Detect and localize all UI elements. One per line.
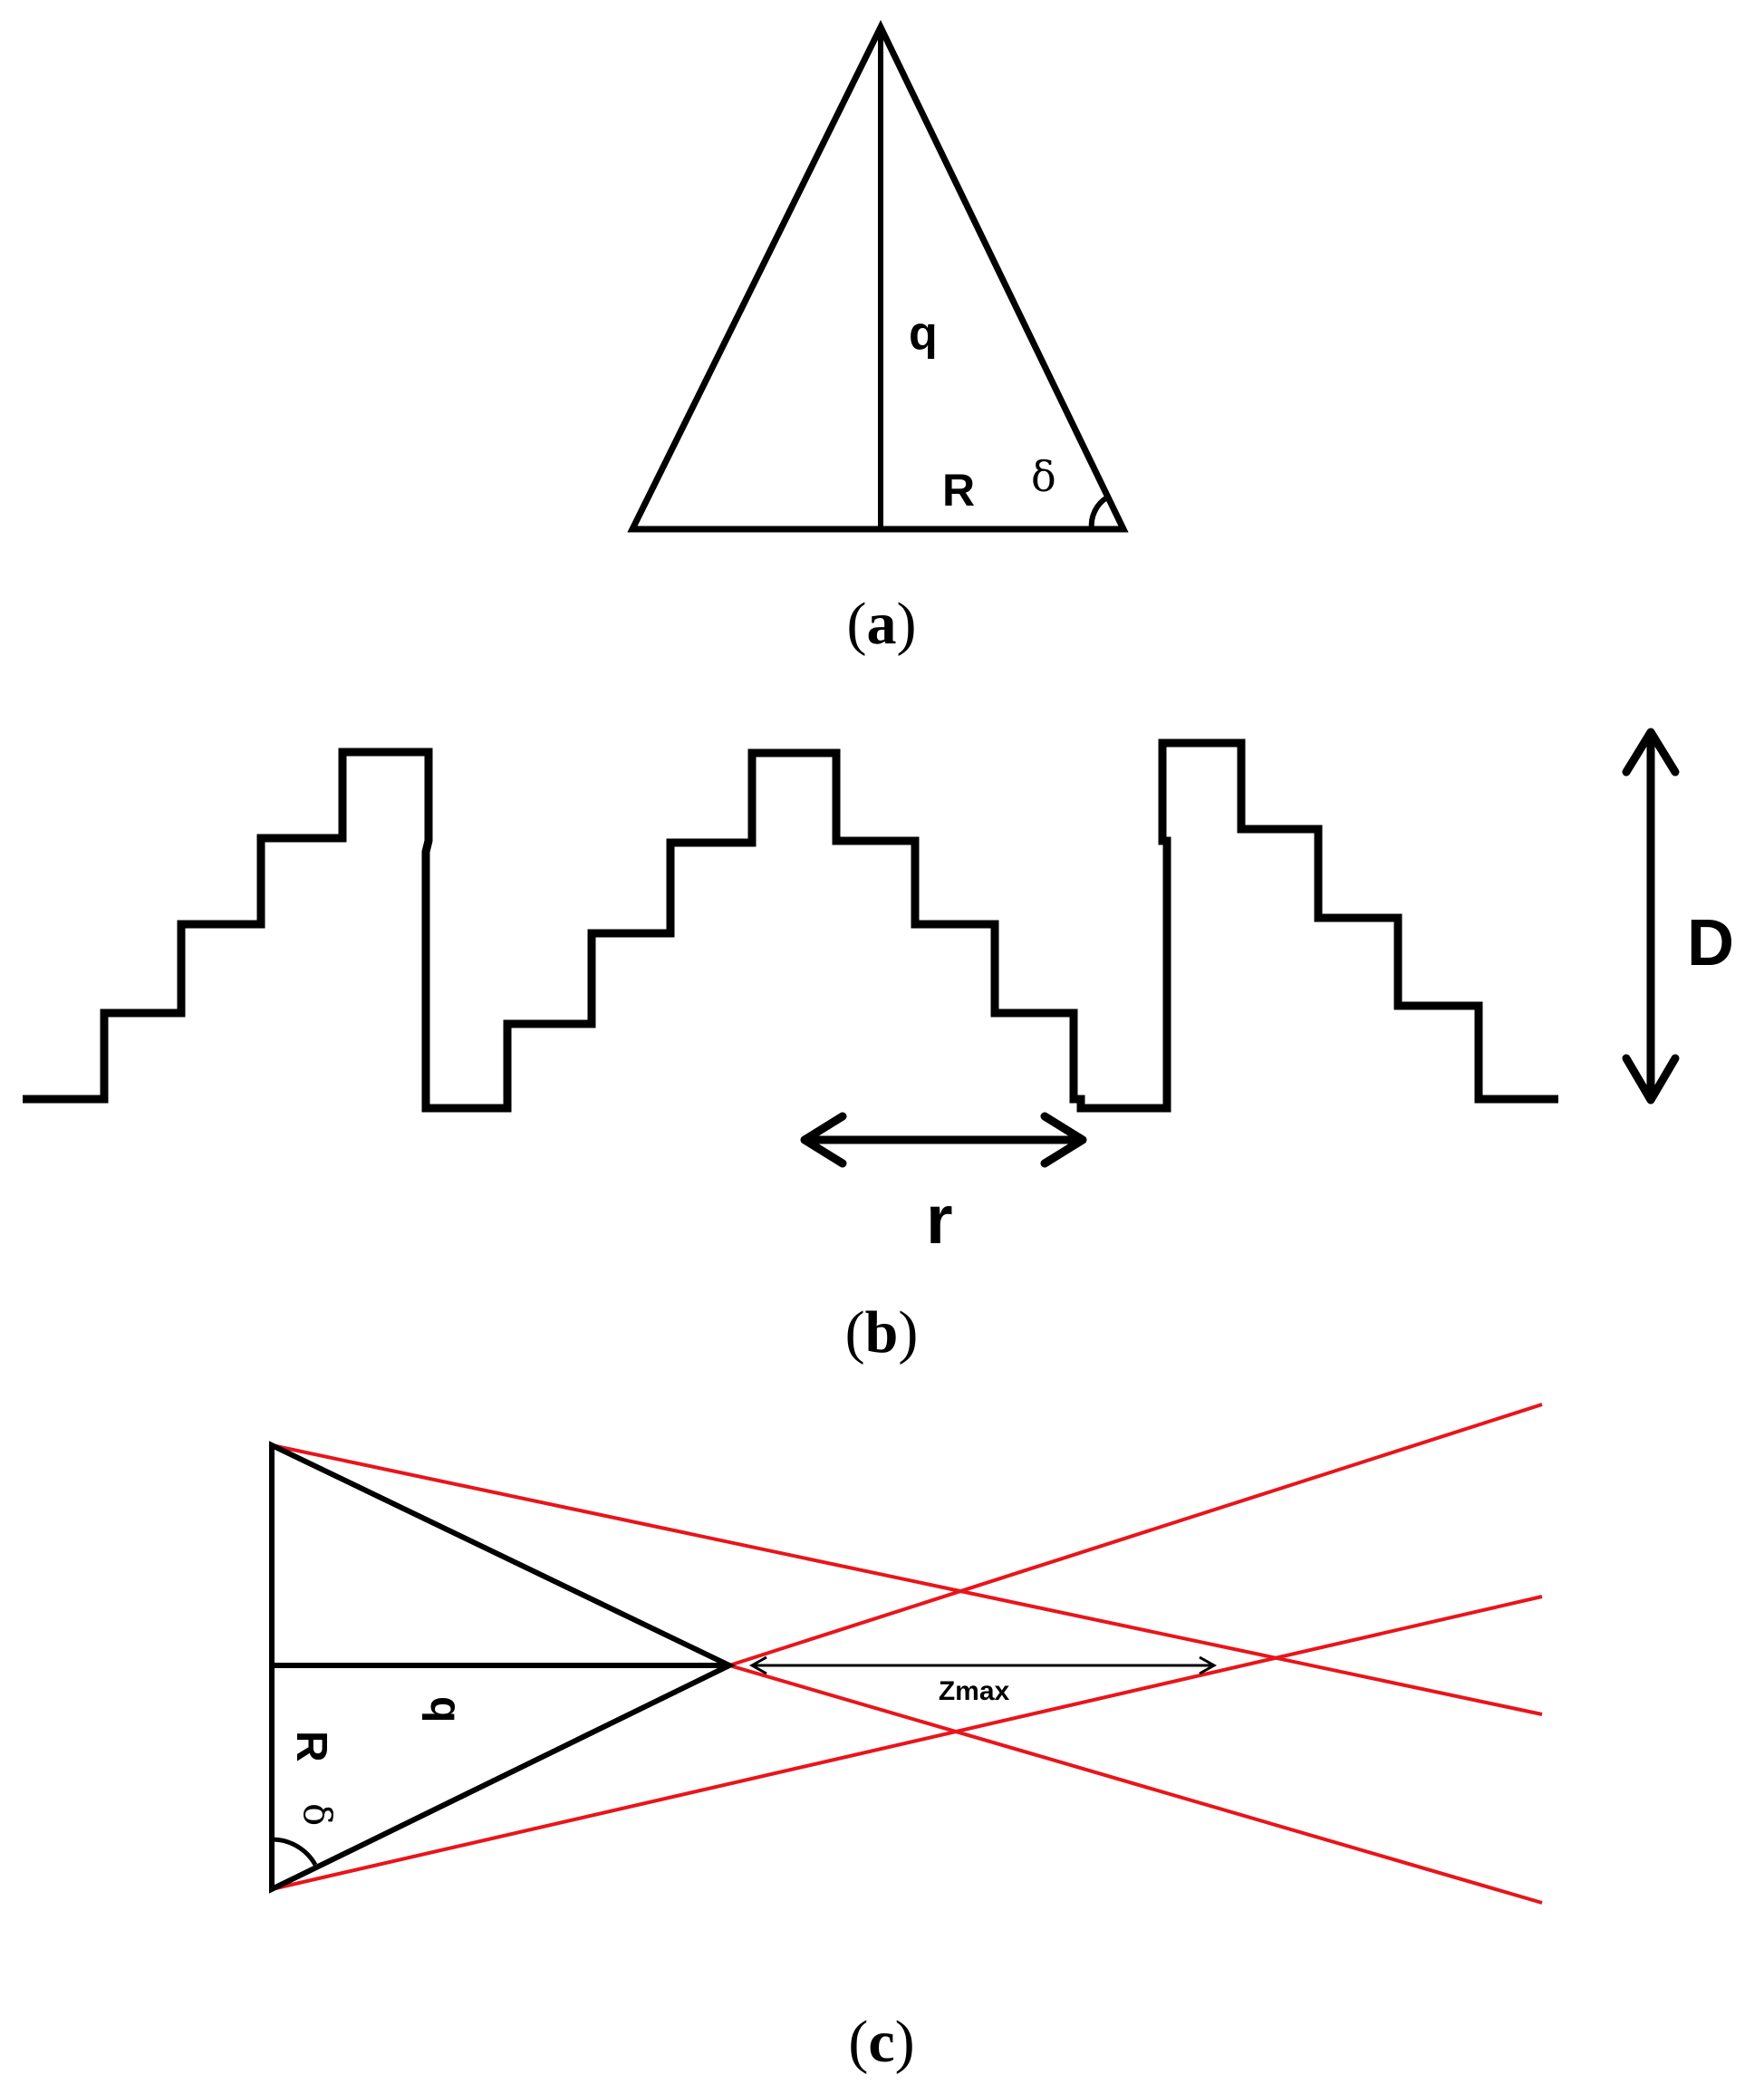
ray-apex-to-lower-right	[728, 1664, 1543, 1905]
ray-top-to-lower-right	[271, 1443, 1543, 1716]
height-label: q	[909, 307, 938, 360]
depth-label: D	[1687, 907, 1734, 979]
zmax-label: Zmax	[939, 1676, 1010, 1706]
caption-a: (a)	[847, 591, 917, 657]
ray-bottom-to-upper-right	[271, 1595, 1543, 1891]
period-label: r	[926, 1182, 953, 1259]
angle-label-rotated: δ	[295, 1803, 340, 1826]
radius-label-rotated: R	[287, 1731, 335, 1762]
panel-b: D r (b)	[23, 728, 1734, 1365]
stepped-groove-profile	[23, 738, 1558, 1113]
base-angle-arc	[1088, 495, 1109, 530]
angle-label: δ	[1031, 452, 1056, 501]
caption-b: (b)	[845, 1299, 919, 1365]
period-arrow-head-left	[800, 1112, 847, 1168]
panel-c: Zmax q R δ (c)	[269, 1403, 1543, 2075]
depth-arrow-head-top	[1622, 728, 1680, 777]
depth-arrow-head-bottom	[1622, 1054, 1680, 1105]
height-label-rotated: q	[421, 1696, 469, 1722]
caption-c: (c)	[848, 2009, 914, 2075]
ray-apex-to-upper-right	[728, 1403, 1543, 1667]
radius-label: R	[942, 465, 975, 516]
period-arrow-head-right	[1040, 1112, 1087, 1168]
apex-angle-arc	[271, 1837, 318, 1867]
panel-a: q R δ (a)	[627, 20, 1129, 657]
zmax-arrow-head-right	[1199, 1655, 1218, 1675]
zmax-arrow-head-left	[748, 1655, 767, 1675]
ray-lines	[271, 1403, 1543, 1905]
